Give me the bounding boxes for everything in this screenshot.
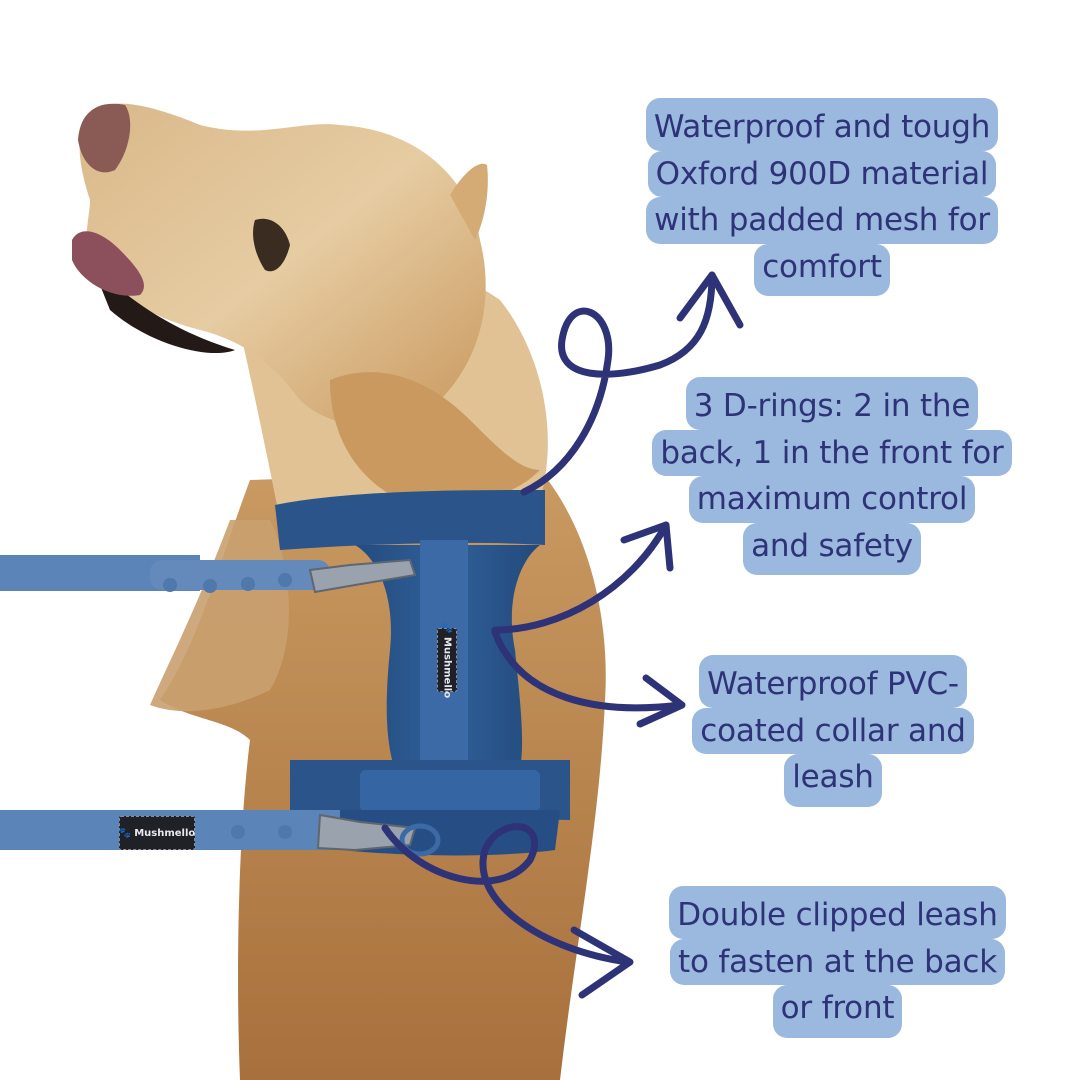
arrow-pvc	[491, 628, 684, 712]
callout-line: with padded mesh for	[646, 197, 998, 244]
harness-buckle	[360, 770, 540, 812]
paw-print-icon: 🐾	[118, 827, 132, 839]
dog-mane	[330, 372, 540, 504]
arrow-double-clip	[381, 823, 632, 966]
dog-tongue	[72, 231, 144, 296]
callout-line: Oxford 900D material	[647, 150, 997, 197]
callout-line: leash	[784, 754, 882, 807]
callout-line: comfort	[754, 243, 890, 296]
arrow-material-head	[676, 271, 744, 329]
leash-brand-label: 🐾 Mushmello	[119, 816, 195, 850]
callout-line: back, 1 in the front for	[652, 429, 1012, 476]
callout-material: Waterproof and tough Oxford 900D materia…	[622, 98, 1022, 296]
leash-front-clip	[308, 558, 417, 594]
dog-head	[79, 103, 486, 427]
leash-front-connector	[150, 560, 330, 590]
arrow-pvc-head	[636, 674, 686, 728]
dog-ear	[450, 163, 488, 240]
callout-line: coated collar and	[692, 707, 974, 754]
leash-front	[0, 555, 417, 594]
callout-pvc: Waterproof PVC- coated collar and leash	[668, 655, 998, 807]
d-ring-back	[399, 823, 441, 857]
callout-line: 3 D-rings: 2 in the	[685, 377, 979, 430]
arrow-material	[520, 271, 716, 496]
arrow-d-rings-head	[620, 521, 674, 572]
annotation-arrows	[381, 271, 744, 999]
callout-line: Waterproof PVC-	[699, 655, 967, 708]
callout-line: Waterproof and tough	[645, 98, 999, 151]
callout-line: or front	[772, 985, 903, 1038]
dog-eye	[253, 218, 290, 272]
callout-line: maximum control	[688, 476, 976, 523]
dog-chest-fur	[150, 520, 289, 712]
callout-line: to fasten at the back	[670, 938, 1005, 985]
harness-neck-strap	[275, 490, 545, 550]
harness-brand-label: 🐾 Mushmello	[437, 622, 457, 698]
dog	[72, 103, 606, 1080]
dog-nose	[78, 103, 131, 173]
callout-d-rings: 3 D-rings: 2 in the back, 1 in the front…	[642, 377, 1022, 575]
callout-line: and safety	[743, 522, 921, 575]
arrow-d-rings	[491, 521, 670, 634]
paw-print-icon: 🐾	[441, 621, 453, 635]
callout-double-clip: Double clipped leash to fasten at the ba…	[645, 886, 1030, 1038]
callout-line: Double clipped leash	[669, 886, 1006, 939]
arrow-double-clip-head	[570, 926, 634, 999]
leash-back-clip	[316, 813, 417, 852]
dog-mouth	[92, 265, 235, 354]
